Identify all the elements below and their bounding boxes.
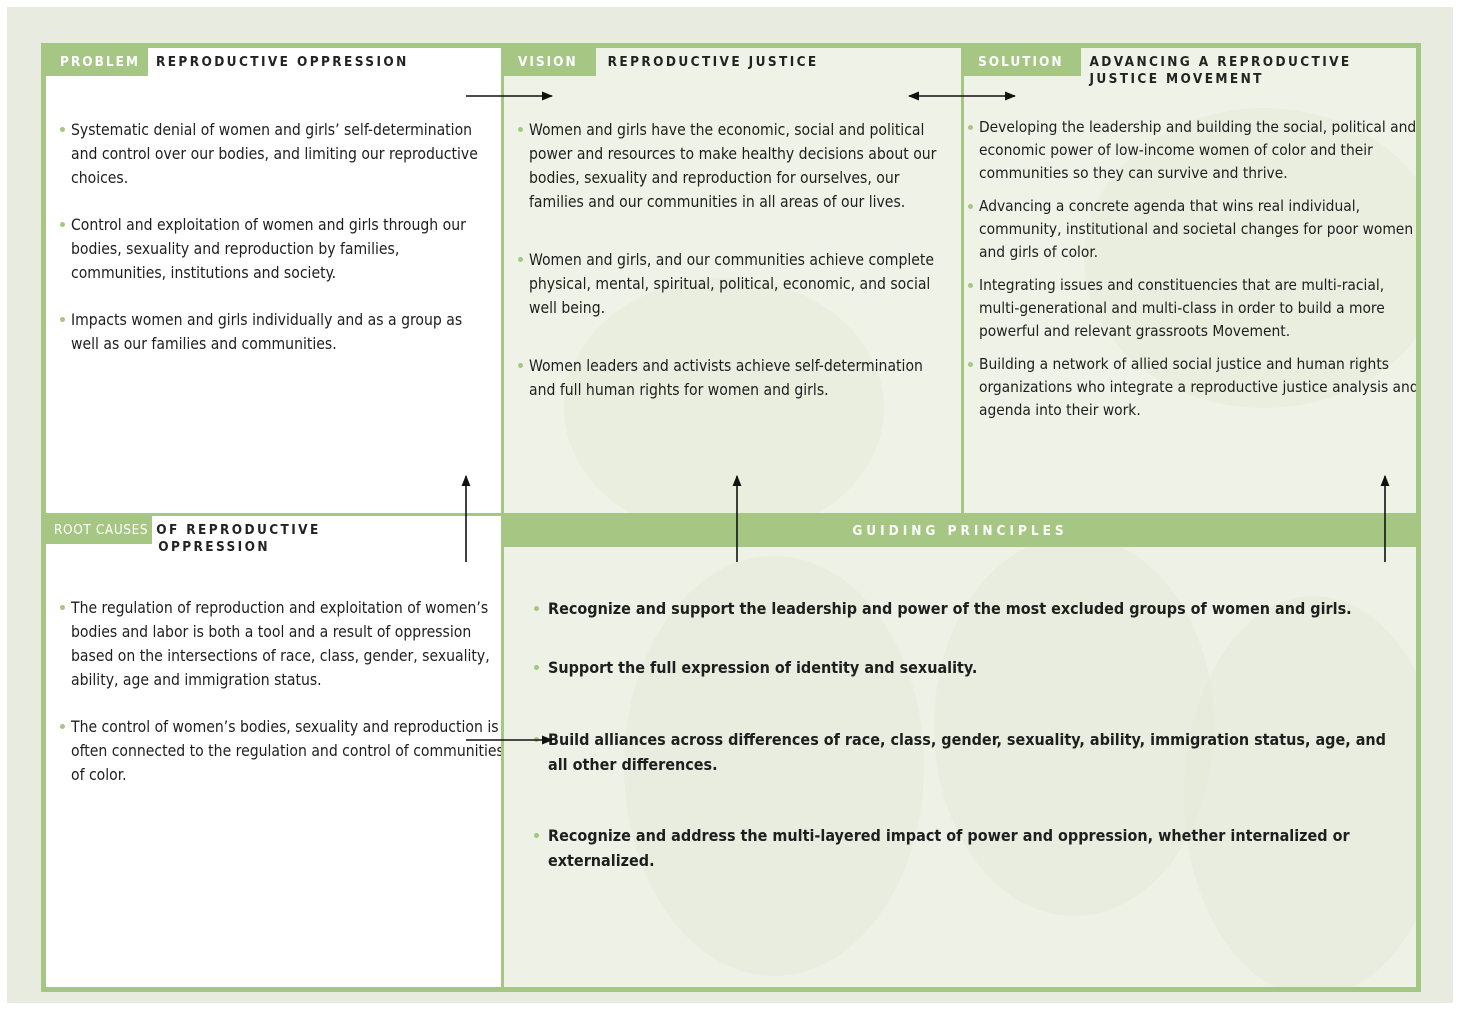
background-photo-shade bbox=[1084, 108, 1416, 408]
root-causes-bullet-list: The regulation of reproduction and explo… bbox=[59, 596, 501, 787]
background-photo-shade bbox=[624, 556, 924, 976]
root-causes-panel: ROOT CAUSES OF REPRODUCTIVE OPPRESSION T… bbox=[46, 516, 501, 987]
root-causes-bullet: The control of women’s bodies, sexuality… bbox=[59, 715, 501, 787]
solution-title: ADVANCING A REPRODUCTIVE JUSTICE MOVEMEN… bbox=[1081, 48, 1351, 88]
vision-bullet: Women leaders and activists achieve self… bbox=[517, 354, 945, 402]
background-photo-shade bbox=[564, 278, 884, 513]
solution-bullet: Integrating issues and constituencies th… bbox=[967, 274, 1416, 343]
vision-header: VISION REPRODUCTIVE JUSTICE bbox=[504, 48, 819, 76]
vision-panel: VISION REPRODUCTIVE JUSTICE Women and gi… bbox=[504, 48, 961, 513]
root-causes-bullet: The regulation of reproduction and explo… bbox=[59, 596, 501, 692]
root-causes-title-line1: OF REPRODUCTIVE bbox=[156, 522, 321, 538]
problem-panel: PROBLEM REPRODUCTIVE OPPRESSION Systemat… bbox=[46, 48, 501, 513]
solution-title-line1: ADVANCING A REPRODUCTIVE bbox=[1089, 54, 1352, 70]
guiding-principles-bullet-list: Recognize and support the leadership and… bbox=[532, 596, 1392, 873]
solution-bullet: Developing the leadership and building t… bbox=[967, 116, 1416, 185]
background-photo-shade bbox=[1184, 596, 1416, 987]
solution-title-line2: JUSTICE MOVEMENT bbox=[1089, 71, 1264, 87]
problem-bullet: Impacts women and girls individually and… bbox=[59, 308, 484, 356]
solution-panel: SOLUTION ADVANCING A REPRODUCTIVE JUSTIC… bbox=[964, 48, 1416, 513]
vision-title: REPRODUCTIVE JUSTICE bbox=[607, 54, 819, 70]
vision-bullet-list: Women and girls have the economic, socia… bbox=[517, 118, 945, 402]
problem-header: PROBLEM REPRODUCTIVE OPPRESSION bbox=[46, 48, 409, 76]
guiding-principles-title: GUIDING PRINCIPLES bbox=[504, 516, 1416, 547]
solution-tag: SOLUTION bbox=[964, 48, 1082, 76]
diagram-frame: PROBLEM REPRODUCTIVE OPPRESSION Systemat… bbox=[41, 43, 1421, 992]
problem-bullet: Systematic denial of women and girls’ se… bbox=[59, 118, 484, 190]
vision-tag: VISION bbox=[504, 48, 596, 76]
problem-title: REPRODUCTIVE OPPRESSION bbox=[155, 54, 409, 70]
solution-bullet: Advancing a concrete agenda that wins re… bbox=[967, 195, 1416, 264]
vision-bullet: Women and girls have the economic, socia… bbox=[517, 118, 945, 214]
solution-bullet-list: Developing the leadership and building t… bbox=[967, 116, 1416, 422]
vision-bullet: Women and girls, and our communities ach… bbox=[517, 248, 945, 320]
problem-bullet-list: Systematic denial of women and girls’ se… bbox=[59, 118, 484, 356]
guiding-principle-bullet: Build alliances across differences of ra… bbox=[532, 727, 1392, 777]
root-causes-tag: ROOT CAUSES bbox=[46, 516, 153, 544]
root-causes-header: ROOT CAUSES OF REPRODUCTIVE OPPRESSION bbox=[46, 516, 321, 556]
problem-bullet: Control and exploitation of women and gi… bbox=[59, 213, 484, 285]
root-causes-title-line2: OPPRESSION bbox=[158, 539, 270, 555]
guiding-principle-bullet: Recognize and address the multi-layered … bbox=[532, 823, 1392, 873]
guiding-principle-bullet: Recognize and support the leadership and… bbox=[532, 596, 1392, 621]
guiding-principle-bullet: Support the full expression of identity … bbox=[532, 655, 1392, 680]
diagram-background: PROBLEM REPRODUCTIVE OPPRESSION Systemat… bbox=[7, 7, 1453, 1003]
background-photo-shade bbox=[934, 536, 1214, 916]
guiding-principles-panel: GUIDING PRINCIPLES Recognize and support… bbox=[504, 516, 1416, 987]
solution-header: SOLUTION ADVANCING A REPRODUCTIVE JUSTIC… bbox=[964, 48, 1352, 88]
root-causes-title: OF REPRODUCTIVE OPPRESSION bbox=[152, 516, 320, 556]
problem-tag: PROBLEM bbox=[46, 48, 148, 76]
solution-bullet: Building a network of allied social just… bbox=[967, 353, 1416, 422]
